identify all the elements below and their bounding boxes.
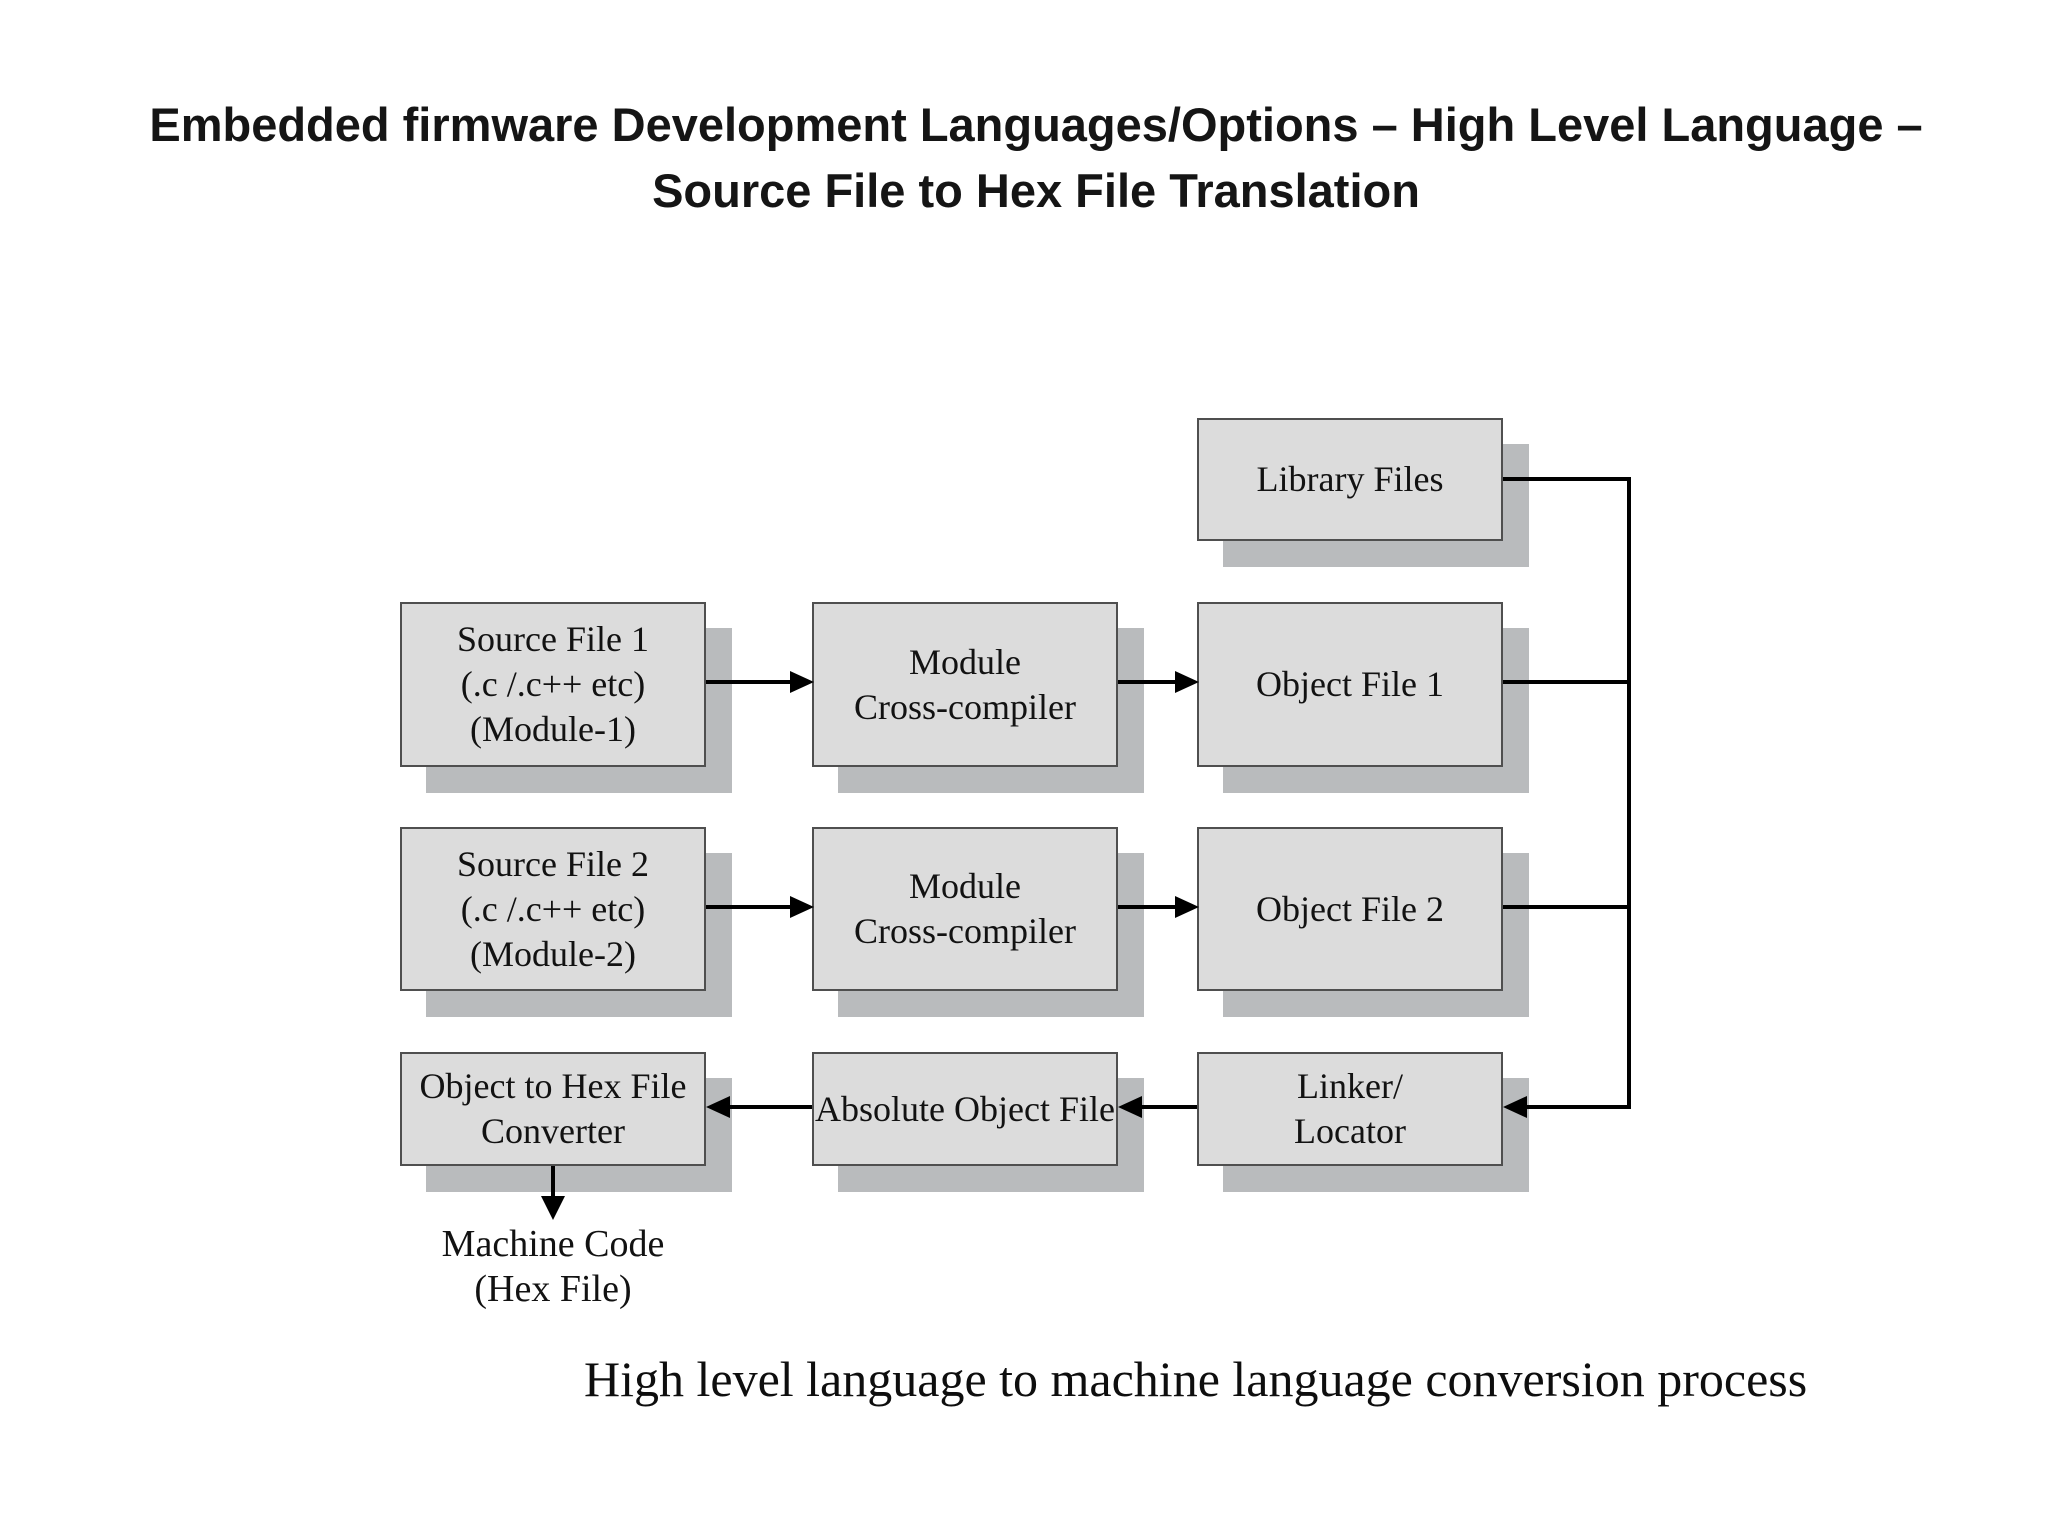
page-title-line-1: Embedded firmware Development Languages/… [149,98,1923,151]
box-object-to-hex-file-converter: Object to Hex File Converter [400,1052,706,1166]
connector-library-files-to-bus [1503,477,1631,481]
box-source-file-2-line-1: Source File 2 [457,843,649,884]
box-module-cross-compiler-2: Module Cross-compiler [812,827,1118,991]
arrow-source2-to-compiler2-shaft [706,905,790,909]
machine-code-label-line-1: Machine Code [441,1223,665,1265]
box-module-cross-compiler-1-line-1: Module [909,641,1021,682]
arrow-source1-to-compiler1-shaft [706,680,790,684]
arrow-source1-to-compiler1-head [790,671,814,693]
box-linker-locator: Linker/ Locator [1197,1052,1503,1166]
box-library-files: Library Files [1197,418,1503,541]
connector-object2-to-bus [1503,905,1631,909]
box-object-file-1: Object File 1 [1197,602,1503,767]
box-module-cross-compiler-2-line-2: Cross-compiler [854,911,1076,951]
box-source-file-2-line-2: (.c /.c++ etc) [460,888,646,929]
machine-code-label-line-2: (Hex File) [474,1268,632,1310]
box-module-cross-compiler-2-line-1: Module [909,866,1021,906]
box-source-file-1-line-1: Source File 1 [457,619,649,659]
arrow-compiler1-to-object1-head [1175,671,1199,693]
box-library-files-text: Library Files [1256,459,1444,499]
arrow-source2-to-compiler2-head [790,896,814,918]
arrow-linker-to-absolute-shaft [1142,1105,1197,1109]
arrow-compiler1-to-object1-shaft [1118,680,1175,684]
arrow-linker-to-absolute-head [1118,1096,1142,1118]
box-object-to-hex-line-2: Converter [481,1111,625,1151]
arrow-bus-to-linker-head [1503,1096,1527,1118]
arrow-absolute-to-converter-head [706,1096,730,1118]
arrow-compiler2-to-object2-shaft [1118,905,1175,909]
arrow-converter-to-machine-code-shaft [551,1166,555,1196]
box-source-file-1-line-2: (.c /.c++ etc) [460,664,646,704]
box-absolute-object-file-text: Absolute Object File [815,1088,1115,1129]
box-source-file-2: Source File 2 (.c /.c++ etc) (Module-2) [400,827,706,991]
box-module-cross-compiler-1: Module Cross-compiler [812,602,1118,767]
arrow-absolute-to-converter-shaft [730,1105,812,1109]
arrow-bus-to-linker-shaft [1527,1105,1629,1109]
box-object-file-1-text: Object File 1 [1256,664,1444,704]
caption: High level language to machine language … [584,1351,1808,1407]
box-absolute-object-file: Absolute Object File [812,1052,1118,1166]
box-source-file-1-line-3: (Module-1) [470,709,636,749]
arrow-compiler2-to-object2-head [1175,896,1199,918]
page-title: Embedded firmware Development Languages/… [12,92,2048,224]
machine-code-label: Machine Code (Hex File) [400,1222,706,1312]
box-linker-locator-line-2: Locator [1294,1111,1406,1151]
box-object-to-hex-line-1: Object to Hex File [419,1066,687,1106]
connector-vertical-bus [1627,477,1631,1109]
box-source-file-1: Source File 1 (.c /.c++ etc) (Module-1) [400,602,706,767]
page-title-line-2: Source File to Hex File Translation [652,164,1420,217]
box-object-file-2-text: Object File 2 [1256,888,1444,929]
box-linker-locator-line-1: Linker/ [1297,1066,1403,1106]
connector-object1-to-bus [1503,680,1631,684]
arrow-converter-to-machine-code-head [541,1196,565,1220]
box-module-cross-compiler-1-line-2: Cross-compiler [854,686,1076,727]
box-source-file-2-line-3: (Module-2) [470,933,636,974]
box-object-file-2: Object File 2 [1197,827,1503,991]
